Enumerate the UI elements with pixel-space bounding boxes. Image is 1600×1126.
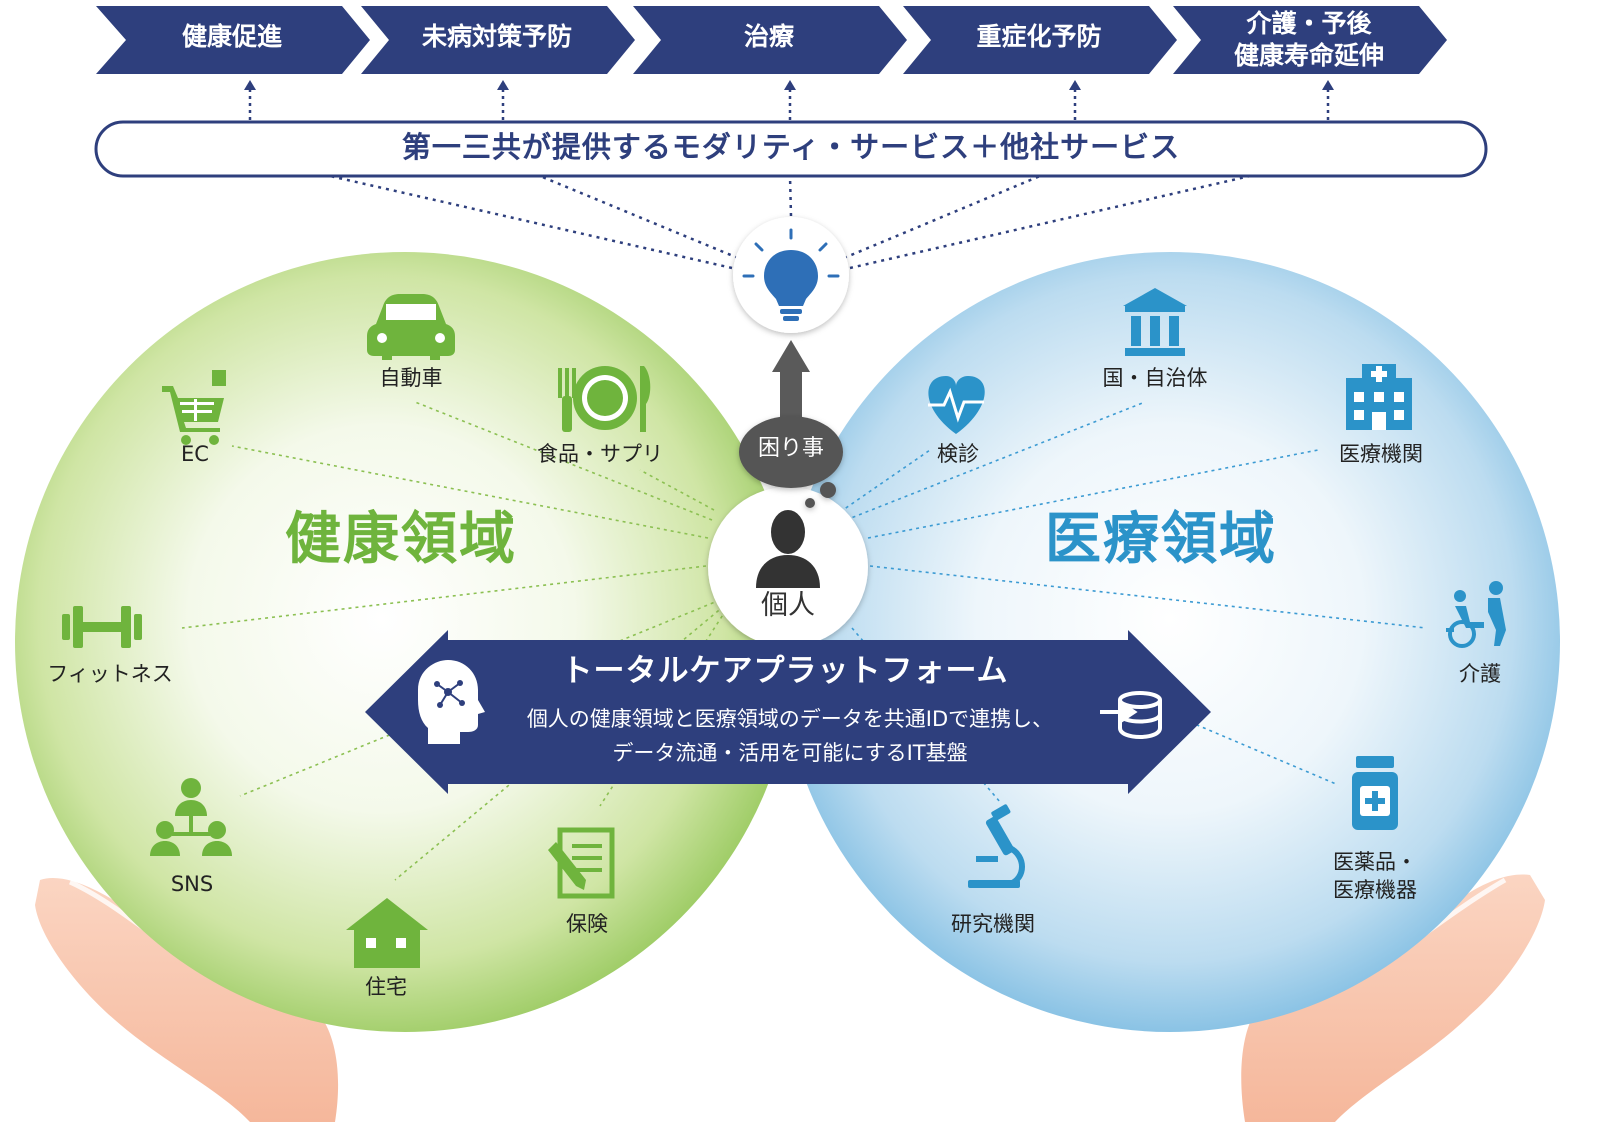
stage-arrow-head-5 — [1322, 80, 1334, 90]
meal-icon — [558, 366, 651, 432]
medical-domain-title: 医療領域 — [1045, 507, 1277, 572]
medical-item-label-research: 研究機関 — [951, 912, 1035, 936]
stage-arrow-head-4 — [1069, 80, 1081, 90]
health-item-label-ec: EC — [181, 442, 209, 466]
database-import-icon — [1100, 691, 1162, 739]
problem-up-arrow — [772, 340, 810, 428]
services-bar — [94, 120, 1488, 178]
health-line-1 — [414, 401, 713, 521]
document-pen-icon — [548, 827, 615, 899]
medical-item-label-checkup: 検診 — [937, 442, 979, 466]
heartbeat-icon — [928, 376, 985, 434]
health-item-label-insurance: 保険 — [566, 912, 608, 936]
shopping-cart-icon — [162, 370, 226, 445]
medical-line-1 — [845, 401, 1146, 521]
hospital-icon — [1346, 364, 1412, 430]
platform-description-line1: 個人の健康領域と医療領域のデータを共通IDで連携し、 — [526, 707, 1054, 731]
platform-description-line2: データ流通・活用を可能にするIT基盤 — [612, 741, 968, 765]
government-building-icon — [1123, 288, 1187, 356]
stage-label-2: 未病対策予防 — [421, 22, 572, 51]
medical-domain-sphere — [780, 252, 1560, 1032]
medical-item-label-care: 介護 — [1459, 662, 1501, 686]
health-line-3 — [639, 469, 715, 511]
health-item-label-sns: SNS — [170, 872, 214, 896]
services-bar-label: 第一三共が提供するモダリティ・サービス＋他社サービス — [401, 130, 1181, 164]
network-people-icon — [150, 778, 232, 856]
problem-label: 困り事 — [757, 436, 824, 461]
stage-arrow-head-1 — [244, 80, 256, 90]
care-stage-chevrons — [96, 6, 1447, 74]
person-label: 個人 — [761, 590, 815, 621]
idea-line-3 — [788, 175, 793, 217]
medical-line-2 — [839, 449, 931, 513]
microscope-icon — [968, 804, 1025, 888]
stage-chevron-1 — [96, 6, 370, 74]
stage-dotted-arrows — [244, 80, 1334, 120]
person-icon — [756, 510, 820, 588]
health-item-label-car: 自動車 — [379, 366, 443, 390]
lightbulb-icon — [742, 228, 840, 321]
problem-speech-bubble — [739, 416, 843, 508]
dumbbell-icon — [62, 606, 142, 648]
platform-title: トータルケアプラットフォーム — [561, 653, 1009, 689]
health-item-label-food: 食品・サプリ — [537, 442, 663, 466]
health-domain-title: 健康領域 — [285, 507, 517, 572]
house-icon — [346, 898, 428, 968]
stage-label-1: 健康促進 — [181, 22, 282, 51]
medical-line-5 — [1189, 721, 1337, 785]
medicine-bottle-icon — [1352, 756, 1398, 830]
stage-chevron-3 — [633, 6, 907, 74]
brain-head-icon — [418, 660, 485, 744]
idea-line-2 — [539, 174, 739, 260]
idea-line-4 — [843, 174, 1041, 260]
health-domain-sphere — [15, 252, 795, 1032]
health-item-label-fitness: フィットネス — [47, 662, 173, 686]
medical-line-4 — [869, 565, 1427, 629]
stage-chevron-2 — [361, 6, 635, 74]
stage-chevron-4 — [903, 6, 1177, 74]
stage-label-5: 介護・予後 健康寿命延伸 — [1233, 9, 1384, 70]
car-icon — [367, 294, 455, 360]
idea-dotted-lines — [329, 174, 1251, 270]
platform-double-arrow — [365, 630, 1211, 794]
medical-item-label-hospital: 医療機関 — [1339, 442, 1423, 466]
medical-item-label-medicine: 医薬品・ 医療機器 — [1333, 850, 1417, 903]
health-item-label-housing: 住宅 — [365, 975, 407, 999]
stage-arrow-head-2 — [497, 80, 509, 90]
stage-label-4: 重症化予防 — [976, 22, 1102, 51]
stage-arrow-head-3 — [784, 80, 796, 90]
wheelchair-care-icon — [1446, 581, 1506, 648]
stage-chevron-5 — [1173, 6, 1447, 74]
stage-label-3: 治療 — [743, 22, 794, 51]
medical-item-label-government: 国・自治体 — [1102, 366, 1208, 390]
